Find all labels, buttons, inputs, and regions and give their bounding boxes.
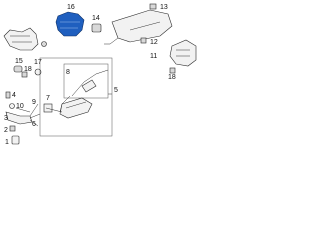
nut-12[interactable]	[140, 37, 147, 44]
callout-3: 3	[4, 115, 8, 122]
flange-7[interactable]	[43, 103, 53, 113]
callout-16: 16	[67, 4, 75, 11]
callout-18-left: 18	[24, 66, 32, 73]
bolt-18-right[interactable]	[169, 67, 176, 74]
rear-muffler[interactable]	[104, 9, 173, 45]
callout-4: 4	[12, 92, 16, 99]
callout-12: 12	[150, 39, 158, 46]
subassembly-outline-box	[63, 63, 109, 99]
gasket-17[interactable]	[34, 68, 42, 76]
callout-9: 9	[32, 99, 36, 106]
callout-10: 10	[16, 103, 24, 110]
callout-8: 8	[66, 69, 70, 76]
bolt-13[interactable]	[149, 3, 157, 10]
callout-7: 7	[46, 95, 50, 102]
oxygen-sensor-1[interactable]	[11, 135, 20, 145]
callout-6: 6	[32, 121, 36, 128]
assembly-outline-box	[39, 57, 113, 137]
callout-5: 5	[114, 87, 118, 94]
callout-17: 17	[34, 59, 42, 66]
exhaust-parts-diagram: 16 14 13 12 11 18 15 18 17	[3, 3, 197, 146]
front-pipe-flange[interactable]	[5, 111, 41, 127]
bolt-4[interactable]	[5, 91, 11, 99]
bolt-18-left[interactable]	[21, 71, 28, 78]
callout-13: 13	[160, 4, 168, 11]
heat-shield-front[interactable]	[3, 27, 39, 51]
heat-shield-highlighted[interactable]	[55, 11, 85, 37]
callout-14: 14	[92, 15, 100, 22]
callout-1: 1	[5, 139, 9, 146]
gasket-10[interactable]	[9, 103, 15, 109]
hanger-bracket-right[interactable]	[169, 39, 197, 67]
callout-2: 2	[4, 127, 8, 134]
bracket-part[interactable]	[91, 23, 102, 33]
callout-11: 11	[150, 53, 157, 60]
clip-small-left[interactable]	[41, 41, 47, 47]
nut-2[interactable]	[9, 125, 16, 132]
callout-15: 15	[15, 58, 23, 65]
catalytic-converter[interactable]	[59, 97, 93, 119]
hanger-15[interactable]	[13, 65, 23, 73]
callout-18-right: 18	[168, 74, 176, 81]
